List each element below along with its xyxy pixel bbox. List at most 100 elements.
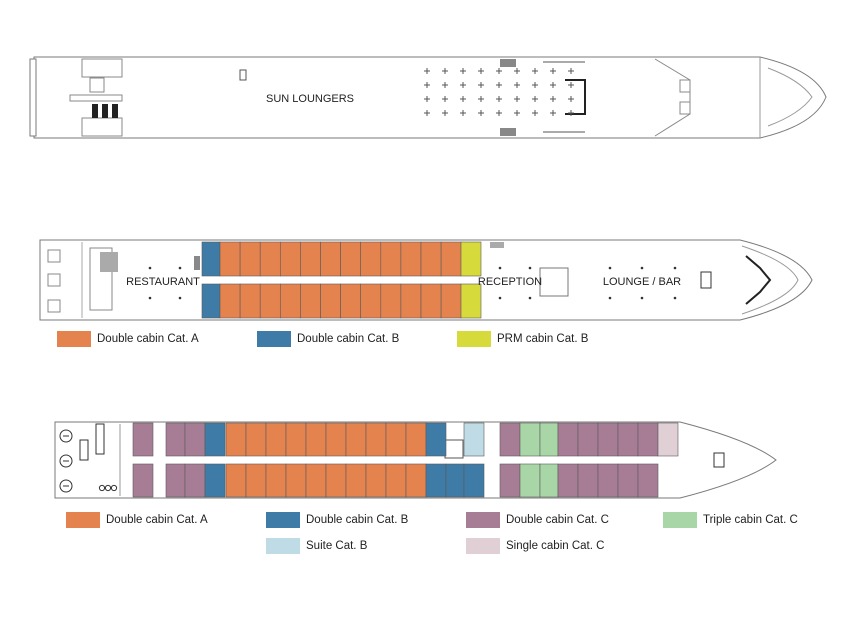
lounger-marker	[514, 96, 520, 102]
cabin-double-a	[320, 283, 341, 319]
cabin-double-a	[440, 283, 462, 319]
lounger-marker	[550, 82, 556, 88]
lounger-marker	[442, 110, 448, 116]
cabin-double-a	[325, 463, 347, 498]
cabin-double-c	[617, 463, 639, 498]
engine-room	[59, 429, 118, 493]
cabin-double-a	[219, 241, 241, 277]
cabin-double-a	[400, 241, 422, 277]
cabin-double-a	[265, 463, 287, 498]
cabin-double-b	[425, 422, 447, 457]
lounger-marker	[568, 110, 574, 116]
pillar-dot	[608, 266, 612, 270]
lounger-marker	[550, 68, 556, 74]
cabin-double-c	[165, 463, 186, 498]
cabin-double-a	[325, 422, 347, 457]
legend-label: Suite Cat. B	[306, 540, 368, 552]
sun-loungers-label: SUN LOUNGERS	[266, 93, 354, 105]
lounger-marker	[424, 96, 430, 102]
legend-swatch	[266, 512, 300, 528]
lounger-marker	[460, 96, 466, 102]
cabin-double-a	[239, 283, 261, 319]
cabin-double-a	[400, 283, 422, 319]
sun-deck: SUN LOUNGERS	[29, 56, 827, 139]
cabin-double-c	[637, 422, 659, 457]
lounger-marker	[496, 96, 502, 102]
lounger-grid	[424, 68, 574, 116]
cabin-double-a	[380, 283, 402, 319]
lounger-marker	[424, 110, 430, 116]
cabin-double-c	[597, 422, 619, 457]
middle-deck: RESTAURANT RECEPTION LOUNGE / BAR	[39, 239, 813, 321]
lounger-marker	[514, 82, 520, 88]
legend-swatch	[66, 512, 100, 528]
lounger-marker	[442, 96, 448, 102]
cabin-double-a	[305, 422, 327, 457]
cabin-double-a	[259, 283, 281, 319]
cabin-double-a	[365, 422, 387, 457]
cabin-double-b	[201, 283, 221, 319]
cabin-double-a	[365, 463, 387, 498]
cabin-double-c	[577, 422, 599, 457]
pillar-dot	[498, 266, 502, 270]
sun-deck-hull	[33, 56, 827, 139]
cabin-double-c	[499, 463, 521, 498]
cabin-double-a	[285, 422, 307, 457]
cabin-double-a	[245, 463, 267, 498]
cabin-double-a	[265, 422, 287, 457]
lounger-marker	[478, 68, 484, 74]
legend-label: PRM cabin Cat. B	[497, 333, 589, 345]
legend-label: Double cabin Cat. A	[106, 514, 208, 526]
pillar-dot	[148, 266, 152, 270]
cabin-double-a	[360, 283, 382, 319]
lounger-marker	[514, 68, 520, 74]
cabin-double-c	[577, 463, 599, 498]
lounger-marker	[478, 82, 484, 88]
lower-deck-cabins	[132, 422, 679, 498]
cabin-double-a	[420, 241, 442, 277]
legend-swatch	[663, 512, 697, 528]
lounger-marker	[442, 82, 448, 88]
lounger-marker	[568, 96, 574, 102]
cabin-double-a	[385, 463, 407, 498]
legend-swatch	[457, 331, 491, 347]
legend-label: Double cabin Cat. B	[306, 514, 409, 526]
cabin-double-b	[425, 463, 447, 498]
lounger-marker	[424, 68, 430, 74]
lounger-marker	[568, 68, 574, 74]
lounger-marker	[532, 110, 538, 116]
cabin-suite-b	[463, 422, 485, 457]
pillar-dots	[148, 266, 677, 300]
legend-label: Double cabin Cat. A	[97, 333, 199, 345]
cabin-double-a	[320, 241, 341, 277]
pillar-dot	[673, 296, 677, 300]
restaurant-label: RESTAURANT	[126, 276, 200, 288]
cabin-double-a	[300, 283, 321, 319]
cabin-double-a	[385, 422, 407, 457]
cabin-prm-b	[460, 283, 482, 319]
pillar-dot	[178, 266, 182, 270]
lounger-marker	[514, 110, 520, 116]
lounger-marker	[496, 82, 502, 88]
pillar-dot	[148, 296, 152, 300]
cabin-double-a	[225, 422, 247, 457]
legend-label: Single cabin Cat. C	[506, 540, 605, 552]
legend-swatch	[466, 512, 500, 528]
cabin-double-a	[440, 241, 462, 277]
legend-swatch	[57, 331, 91, 347]
tank-icon	[98, 484, 106, 492]
cabin-double-a	[345, 463, 367, 498]
lounger-marker	[442, 68, 448, 74]
legend-lower-4: Triple cabin Cat. C	[663, 512, 798, 528]
cabin-double-a	[225, 463, 247, 498]
cabin-double-b	[445, 463, 465, 498]
lounger-marker	[532, 96, 538, 102]
lounger-marker	[568, 82, 574, 88]
cabin-double-b	[204, 422, 226, 457]
cabin-double-c	[132, 463, 154, 498]
cabin-double-b	[201, 241, 221, 277]
cabin-double-a	[405, 463, 427, 498]
cabin-double-c	[165, 422, 186, 457]
cabin-double-a	[345, 422, 367, 457]
